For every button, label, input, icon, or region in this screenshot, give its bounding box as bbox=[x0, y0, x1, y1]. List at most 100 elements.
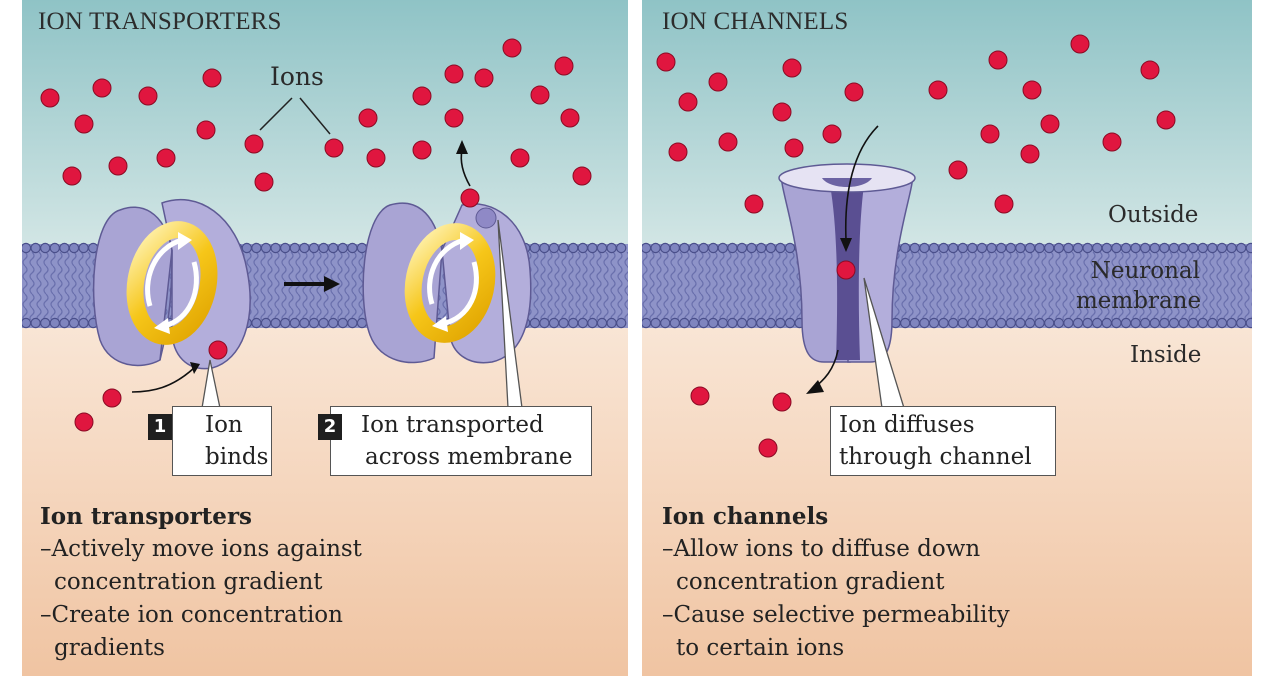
summary-line-3: –Create ion concentration bbox=[40, 602, 343, 628]
lipid-head bbox=[909, 242, 920, 254]
lipid-head bbox=[49, 242, 60, 254]
lipid-head bbox=[299, 242, 310, 254]
ion bbox=[138, 86, 158, 106]
lipid-head bbox=[967, 242, 978, 254]
lipid-head bbox=[688, 317, 700, 329]
lipid-head bbox=[328, 242, 339, 254]
step1-callout: Ion binds bbox=[172, 406, 272, 476]
lipid-head bbox=[986, 317, 997, 329]
intracellular-space bbox=[642, 320, 1252, 676]
ion bbox=[40, 88, 60, 108]
lipid-head bbox=[1188, 242, 1199, 254]
lipid-head bbox=[909, 317, 920, 329]
ion bbox=[784, 138, 804, 158]
lipid-head bbox=[669, 317, 680, 329]
ion bbox=[554, 56, 574, 76]
ion bbox=[1020, 144, 1040, 164]
lipid-head bbox=[1034, 242, 1045, 254]
lipid-head bbox=[587, 317, 598, 329]
lipid-head bbox=[241, 242, 252, 254]
ion bbox=[678, 92, 698, 112]
lipid-head bbox=[1216, 242, 1228, 254]
lipid-head bbox=[1044, 242, 1055, 254]
lipid-head bbox=[1063, 242, 1074, 254]
lipid-head bbox=[642, 242, 652, 254]
ion bbox=[444, 108, 464, 128]
ion bbox=[444, 64, 464, 84]
lipid-head bbox=[260, 242, 272, 254]
lipid-head bbox=[1130, 317, 1141, 329]
ion bbox=[1140, 60, 1160, 80]
ion bbox=[510, 148, 530, 168]
lipid-head bbox=[1140, 317, 1151, 329]
summary-line-4: gradients bbox=[54, 635, 165, 661]
lipid-head bbox=[688, 242, 700, 254]
ion bbox=[108, 156, 128, 176]
ion bbox=[74, 114, 94, 134]
lipid-head bbox=[68, 317, 80, 329]
lipid-head bbox=[660, 317, 671, 329]
lipid-head bbox=[919, 242, 930, 254]
lipid-head bbox=[558, 317, 569, 329]
lipid-head bbox=[650, 242, 661, 254]
lipid-head bbox=[900, 242, 911, 254]
lipid-head bbox=[775, 317, 786, 329]
summary-line-4: to certain ions bbox=[676, 635, 845, 661]
lipid-head bbox=[900, 317, 911, 329]
ion bbox=[668, 142, 688, 162]
ion bbox=[530, 85, 550, 105]
summary-line-2: concentration gradient bbox=[676, 569, 945, 595]
pump-ring-1 bbox=[126, 221, 218, 345]
panel-title: ION TRANSPORTERS bbox=[38, 8, 282, 35]
lipid-head bbox=[1092, 317, 1103, 329]
rotation-arrow-2 bbox=[427, 237, 465, 305]
ion bbox=[156, 148, 176, 168]
lipid-head bbox=[698, 317, 709, 329]
transporter-protein-2 bbox=[362, 202, 532, 364]
lipid-head bbox=[308, 317, 320, 329]
lipid-head bbox=[717, 242, 729, 254]
lipid-head bbox=[1168, 242, 1180, 254]
lipid-head bbox=[529, 317, 540, 329]
ion bbox=[690, 386, 710, 406]
summary-line-1: –Actively move ions against bbox=[40, 536, 362, 562]
lipid-head bbox=[784, 242, 796, 254]
ion bbox=[772, 392, 792, 412]
step1-leader bbox=[201, 359, 221, 409]
lipid-head bbox=[318, 317, 329, 329]
lipid-head bbox=[308, 242, 320, 254]
lipid-head bbox=[1159, 317, 1170, 329]
lipid-head bbox=[78, 317, 89, 329]
lipid-head bbox=[299, 317, 310, 329]
lipid-head bbox=[938, 242, 949, 254]
lipid-head bbox=[707, 317, 719, 329]
lipid-head bbox=[1024, 242, 1036, 254]
ion-transporters-illustration bbox=[22, 0, 628, 676]
summary-heading: Ion channels bbox=[662, 503, 829, 530]
lipid-head bbox=[765, 317, 777, 329]
intracellular-space bbox=[22, 320, 628, 676]
step2-line2: across membrane bbox=[365, 444, 573, 470]
lipid-head bbox=[717, 317, 729, 329]
lipid-head bbox=[698, 242, 709, 254]
lipid-head bbox=[1197, 317, 1209, 329]
membrane-label-line1: Neuronal bbox=[1090, 258, 1200, 284]
ion bbox=[1070, 34, 1090, 54]
lipid-head bbox=[707, 242, 719, 254]
ion bbox=[412, 140, 432, 160]
ion bbox=[844, 82, 864, 102]
lipid-head bbox=[919, 317, 930, 329]
lipid-head bbox=[1044, 317, 1055, 329]
lipid-head bbox=[1120, 317, 1132, 329]
ion bbox=[244, 134, 264, 154]
lipid-head bbox=[1178, 317, 1189, 329]
lipid-head bbox=[928, 317, 940, 329]
lipid-head bbox=[1082, 317, 1093, 329]
lipid-head bbox=[1168, 317, 1180, 329]
lipid-head bbox=[746, 242, 757, 254]
lipid-head bbox=[746, 317, 757, 329]
ion bbox=[708, 72, 728, 92]
step1-line2: binds bbox=[205, 444, 269, 470]
lipid-head bbox=[775, 242, 786, 254]
lipid-head bbox=[1101, 317, 1112, 329]
